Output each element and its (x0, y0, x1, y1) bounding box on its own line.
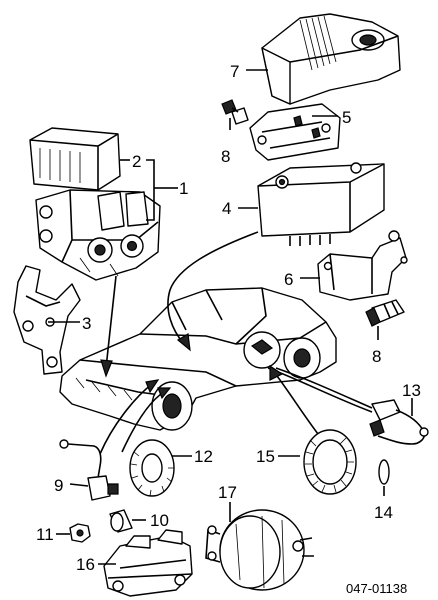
callout-16: 16 (76, 555, 95, 574)
part-6-mounting-bracket (317, 230, 408, 301)
callout-6: 6 (284, 270, 293, 289)
part-10-spacer (109, 509, 133, 533)
figure-code: 047-01138 (346, 581, 407, 596)
callout-17: 17 (218, 483, 237, 502)
callout-3: 3 (82, 314, 91, 333)
part-17-brake-booster (205, 509, 314, 591)
part-11-nut (69, 523, 91, 543)
part-12-front-tone-ring (129, 439, 175, 497)
part-7-control-module-cover (261, 13, 401, 105)
callout-labels: 7 5 8 2 1 4 6 3 8 13 12 15 9 17 14 10 11… (36, 62, 421, 596)
callout-1: 1 (179, 179, 188, 198)
callout-15: 15 (256, 447, 275, 466)
part-4-abs-control-module (257, 162, 385, 246)
part-16-master-cylinder (103, 529, 193, 597)
vehicle-outline (59, 287, 337, 431)
callout-2: 2 (132, 152, 141, 171)
part-14-o-ring (378, 459, 390, 485)
callout-7: 7 (230, 62, 239, 81)
callout-5: 5 (342, 108, 351, 127)
part-5-module-bracket (249, 103, 341, 161)
part-15-tone-ring (303, 429, 357, 495)
leader-lines (48, 69, 413, 565)
callout-11: 11 (36, 525, 54, 544)
callout-8-lower: 8 (372, 347, 381, 366)
part-8-connector-upper (221, 99, 249, 125)
part-9-front-wheel-sensor (59, 439, 119, 501)
callout-10: 10 (150, 511, 169, 530)
callout-4: 4 (222, 199, 231, 218)
callout-14: 14 (374, 503, 393, 522)
part-1-2-hydraulic-modulator (29, 127, 161, 281)
callout-9: 9 (54, 476, 63, 495)
callout-12: 12 (194, 447, 213, 466)
part-3-modulator-bracket (13, 265, 81, 375)
callout-8-upper: 8 (221, 147, 230, 166)
part-8-sensor-plug (365, 299, 405, 327)
callout-13: 13 (402, 381, 421, 400)
